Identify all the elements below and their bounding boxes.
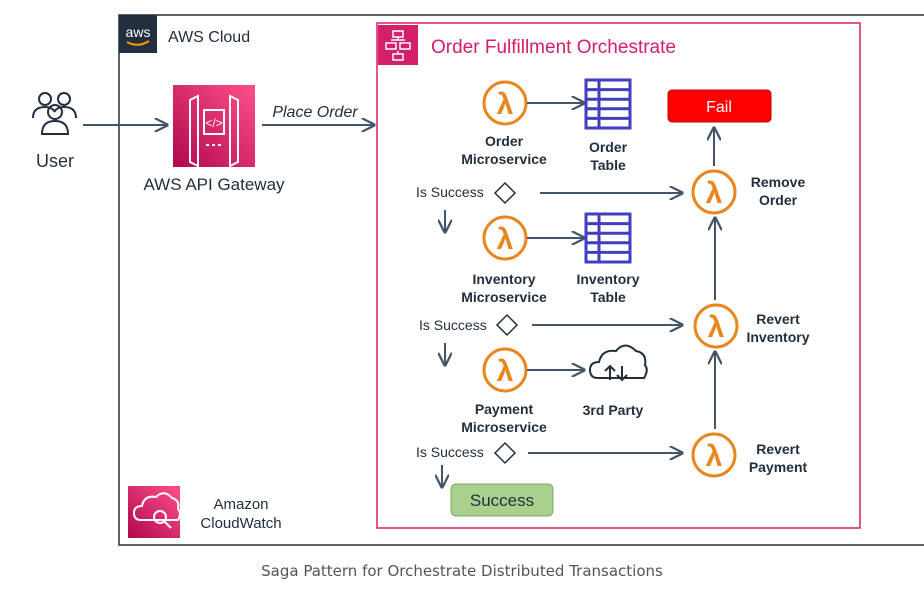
- revert-inventory-label-2: Inventory: [746, 329, 809, 345]
- cloud-upload-download-icon: [588, 344, 648, 382]
- place-order-label: Place Order: [272, 104, 358, 121]
- fail-box: [667, 89, 772, 123]
- payment-microservice-lambda-icon: [482, 347, 528, 393]
- revert-inventory-label-1: Revert: [756, 311, 800, 327]
- inventory-microservice-label-2: Microservice: [461, 289, 547, 305]
- order-table-label-1: Order: [589, 139, 628, 155]
- aws-logo-text: aws: [126, 24, 151, 40]
- gateway-label: AWS API Gateway: [143, 175, 285, 194]
- decision-diamond-1: [493, 181, 517, 205]
- order-microservice-label-2: Microservice: [461, 151, 547, 167]
- inventory-microservice-label-1: Inventory: [472, 271, 535, 287]
- is-success-label-1: Is Success: [416, 184, 484, 200]
- cloudwatch-label-1: Amazon: [213, 496, 268, 513]
- inventory-table-label-2: Table: [590, 289, 626, 305]
- revert-payment-lambda-icon: [691, 432, 737, 478]
- users-icon: [32, 92, 77, 135]
- decision-diamond-2: [495, 313, 519, 337]
- step-functions-icon: [378, 25, 418, 65]
- revert-payment-label-1: Revert: [756, 441, 800, 457]
- aws-cloud-group: [118, 14, 924, 546]
- api-gateway-icon: </>: [173, 85, 255, 168]
- order-table-icon: [584, 78, 632, 130]
- decision-diamond-3: [493, 441, 517, 465]
- payment-microservice-label-2: Microservice: [461, 419, 547, 435]
- figure-caption: Saga Pattern for Orchestrate Distributed…: [261, 562, 663, 580]
- inventory-microservice-lambda-icon: [482, 215, 528, 261]
- fail-label: Fail: [706, 99, 732, 116]
- order-table-label-2: Table: [590, 157, 626, 173]
- revert-inventory-lambda-icon: [693, 303, 739, 349]
- revert-payment-label-2: Payment: [749, 459, 808, 475]
- cloudwatch-icon: [128, 486, 181, 538]
- user-label: User: [36, 151, 74, 171]
- orchestrator-title: Order Fulfillment Orchestrate: [431, 37, 676, 58]
- payment-microservice-label-1: Payment: [475, 401, 534, 417]
- orchestrator-box: [376, 22, 861, 529]
- cloudwatch-label-2: CloudWatch: [200, 515, 281, 532]
- remove-order-label-1: Remove: [751, 174, 806, 190]
- order-microservice-lambda-icon: [482, 80, 528, 126]
- third-party-label: 3rd Party: [583, 402, 644, 418]
- success-box: [450, 483, 554, 517]
- remove-order-label-2: Order: [759, 192, 798, 208]
- inventory-table-icon: [584, 212, 632, 264]
- inventory-table-label-1: Inventory: [576, 271, 639, 287]
- aws-logo: [119, 15, 157, 53]
- remove-order-lambda-icon: [691, 169, 737, 215]
- success-label: Success: [470, 491, 534, 510]
- svg-text:</>: </>: [205, 116, 222, 130]
- is-success-label-3: Is Success: [416, 444, 484, 460]
- is-success-label-2: Is Success: [419, 317, 487, 333]
- order-microservice-label-1: Order: [485, 133, 524, 149]
- aws-cloud-label: AWS Cloud: [168, 29, 250, 46]
